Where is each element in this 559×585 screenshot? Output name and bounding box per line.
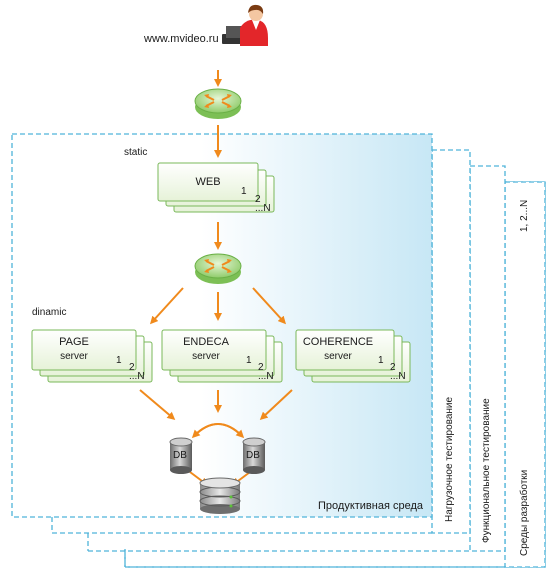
coherence-index-2: 2 bbox=[390, 362, 396, 373]
page-index-1: 1 bbox=[116, 355, 122, 366]
web-index-2: 2 bbox=[255, 194, 261, 205]
db-label-1: DB bbox=[173, 450, 187, 461]
dynamic-tier-label: dinamic bbox=[32, 307, 67, 318]
storage-icon bbox=[199, 477, 241, 514]
development-label: Среды разработки bbox=[519, 469, 530, 556]
endeca-index-1: 1 bbox=[246, 355, 252, 366]
load-testing-label: Нагрузочное тестирование bbox=[444, 396, 455, 522]
web-server-stack bbox=[157, 162, 275, 213]
database-icon bbox=[242, 437, 266, 474]
arrow-router-to-coherence bbox=[252, 287, 287, 325]
web-index-n: ...N bbox=[255, 203, 271, 214]
coherence-index-n: ...N bbox=[390, 371, 406, 382]
page-index-2: 2 bbox=[129, 362, 135, 373]
endeca-server-subtitle: server bbox=[192, 351, 220, 362]
db-label-2: DB bbox=[246, 450, 260, 461]
endeca-index-2: 2 bbox=[258, 362, 264, 373]
endeca-index-n: ...N bbox=[258, 371, 274, 382]
connection-arrows bbox=[139, 70, 293, 486]
endeca-server-title: ENDECA bbox=[183, 336, 229, 348]
page-index-n: ...N bbox=[129, 371, 145, 382]
site-url-label: www.mvideo.ru bbox=[144, 33, 219, 45]
arrow-page-to-db bbox=[139, 389, 176, 420]
coherence-server-subtitle: server bbox=[324, 351, 352, 362]
page-server-subtitle: server bbox=[60, 351, 88, 362]
coherence-server-title: COHERENCE bbox=[302, 336, 374, 348]
router-icon bbox=[194, 253, 242, 284]
coherence-index-1: 1 bbox=[378, 355, 384, 366]
page-server-stack bbox=[31, 329, 153, 383]
router-icon bbox=[194, 88, 242, 119]
functional-testing-label: Функциональное тестирование bbox=[481, 398, 492, 543]
user-icon bbox=[222, 4, 268, 46]
frame-functional-testing bbox=[469, 165, 506, 552]
frame-load-testing bbox=[431, 149, 471, 534]
web-index-1: 1 bbox=[241, 186, 247, 197]
arrow-coherence-to-db bbox=[259, 389, 293, 421]
web-server-title: WEB bbox=[195, 176, 221, 188]
database-icon bbox=[169, 437, 193, 474]
static-tier-label: static bbox=[124, 147, 148, 158]
coherence-server-stack bbox=[295, 329, 411, 383]
production-env-label: Продуктивная среда bbox=[318, 500, 424, 512]
endeca-server-stack bbox=[161, 329, 283, 383]
arrow-router-to-page bbox=[149, 287, 184, 325]
development-count-label: 1, 2...N bbox=[519, 199, 530, 232]
page-server-title: PAGE bbox=[59, 336, 89, 348]
